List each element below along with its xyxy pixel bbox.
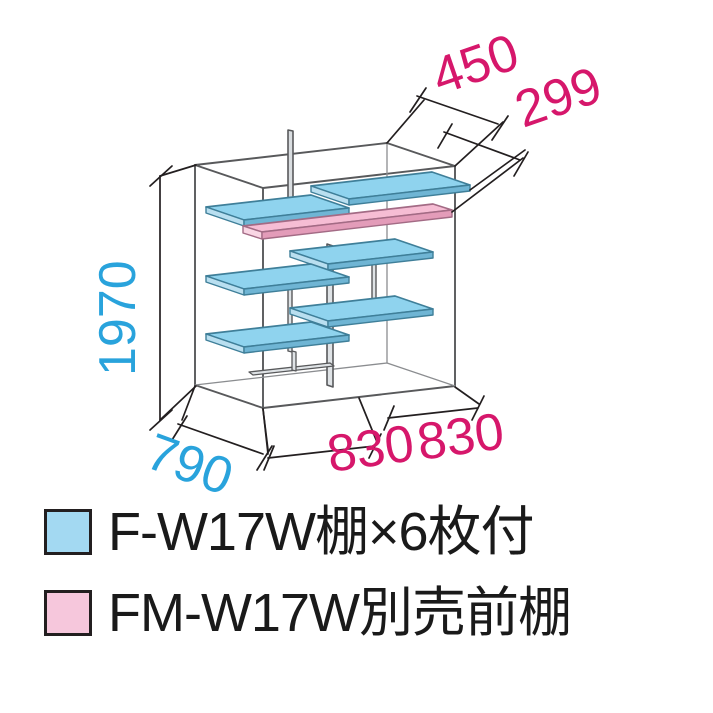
dimension-label-830-left: 830 (324, 414, 418, 484)
legend-swatch-pink (44, 590, 92, 636)
legend-label-blue: F-W17W棚×6枚付 (108, 502, 535, 562)
shelf-blue-bottom-left (205, 321, 350, 354)
legend-item-blue-shelf: F-W17W棚×6枚付 (44, 502, 535, 562)
shelf-blue-top-right (310, 171, 471, 206)
shelf-pink-front (242, 203, 453, 240)
dimension-label-1970: 1970 (89, 260, 147, 376)
dimension-label-830-right: 830 (414, 402, 508, 472)
legend-label-pink: FM-W17W別売前棚 (108, 583, 572, 643)
legend-swatch-blue (44, 509, 92, 555)
shelf-blue-mid-right (289, 238, 434, 271)
legend-item-pink-shelf: FM-W17W別売前棚 (44, 583, 572, 643)
dimension-label-299: 299 (508, 56, 609, 139)
base-rails (248, 350, 335, 376)
shelf-blue-top-left (205, 194, 350, 227)
dimension-label-790: 790 (139, 423, 240, 507)
shelf-blue-mid-left (205, 263, 350, 296)
dimension-lines (149, 87, 529, 471)
